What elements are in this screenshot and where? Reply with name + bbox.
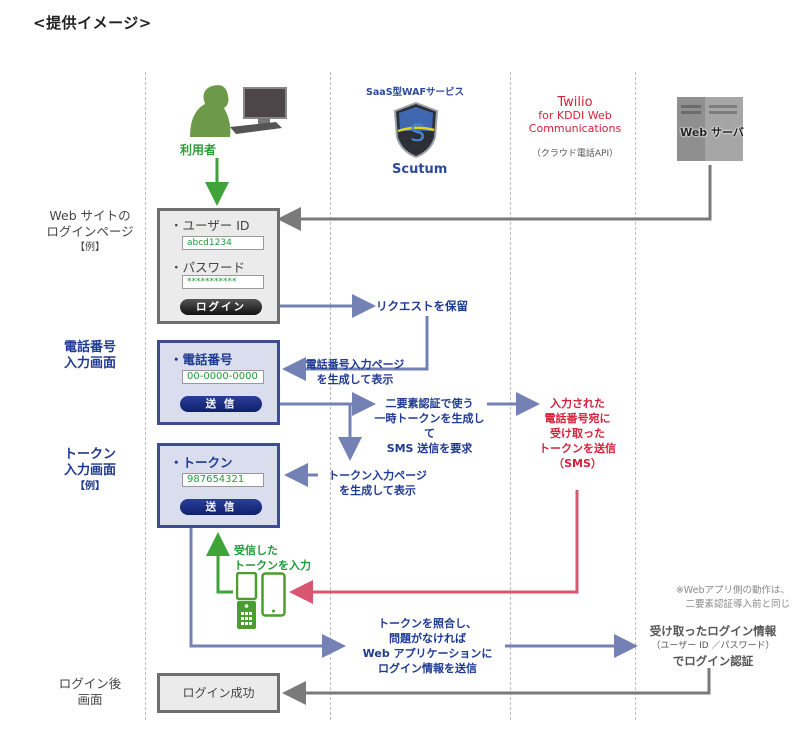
twilio-line1: Twilio [557, 95, 593, 110]
note-login-auth: 受け取ったログイン情報 （ユーザー ID ／パスワード） でログイン認証 [638, 624, 788, 669]
user-id-input[interactable]: abcd1234 [182, 236, 264, 250]
user-icon [190, 85, 287, 137]
phone-form: ・電話番号 00-0000-0000 送 信 [157, 340, 280, 425]
page-title: <提供イメージ> [33, 14, 152, 32]
row-label-line: トークン [63, 447, 116, 462]
row-label-line: 電話番号 [63, 340, 116, 355]
waf-caption: SaaS型WAFサービス [366, 87, 464, 98]
row-label-line: ログイン後 [58, 676, 122, 691]
note-input-token: 受信した トークンを入力 [234, 543, 311, 573]
note-line: トークンを入力 [234, 559, 311, 572]
arrow-auth-to-success [282, 668, 711, 705]
lane-divider [635, 72, 636, 720]
note-verify-token: トークンを照合し、 問題がなければ Web アプリケーションに ログイン情報を送… [345, 616, 510, 676]
svg-text:S: S [410, 119, 425, 147]
note-line: 一時トークンを生成して [374, 412, 485, 440]
note-line: Web アプリケーションに [362, 647, 493, 660]
login-form: ・ユーザー ID abcd1234 ・パスワード *********** ログイ… [157, 208, 280, 324]
smartphone-icon [261, 572, 286, 622]
arrow-hold-to-phone [282, 316, 429, 381]
note-line: を生成して表示 [339, 484, 416, 497]
note-line: 問題がなければ [389, 632, 466, 645]
row-label-after-login: ログイン後 画面 [35, 676, 145, 708]
note-line: 二要素認証で使う [385, 397, 474, 410]
arrow-server-to-login [277, 165, 712, 231]
note-line: トークンを送信 [539, 442, 616, 455]
note-line: を生成して表示 [316, 373, 394, 386]
login-button[interactable]: ログイン [180, 299, 262, 315]
note-line: でログイン認証 [672, 654, 754, 668]
note-phone-page: 電話番号入力ページ を生成して表示 [290, 357, 420, 387]
webserver-icon [675, 93, 747, 165]
note-line: （SMS） [553, 457, 602, 470]
scutum-shield-icon: S [393, 101, 439, 163]
row-label-phone: 電話番号 入力画面 [35, 340, 145, 372]
token-input[interactable]: 987654321 [182, 473, 264, 487]
row-label-line: Web サイトの [49, 208, 131, 223]
note-2fa-request: 二要素認証で使う 一時トークンを生成して SMS 送信を要求 [372, 396, 487, 456]
note-line: SMS 送信を要求 [386, 442, 473, 455]
webserver-label: Web サーバ [680, 126, 744, 139]
token-send-button[interactable]: 送 信 [180, 499, 262, 515]
row-label-line: 画面 [77, 692, 103, 707]
row-label-example: 【例】 [75, 242, 105, 253]
lane-divider [145, 72, 146, 720]
token-form: ・トークン 987654321 送 信 [157, 443, 280, 528]
note-line: 受信した [234, 544, 278, 557]
note-line: 入力された [550, 397, 605, 410]
row-label-line: ログインページ [46, 224, 134, 239]
note-token-page: トークン入力ページ を生成して表示 [320, 468, 435, 498]
row-label-login: Web サイトの ログインページ 【例】 [35, 208, 145, 256]
row-label-token: トークン 入力画面 【例】 [35, 447, 145, 495]
note-line: 電話番号入力ページ [305, 358, 405, 371]
twilio-label: Twilio for KDDI Web Communications [515, 96, 635, 135]
note-line: 受け取った [550, 427, 605, 440]
note-line: ログイン情報を送信 [378, 662, 477, 675]
arrow-sms-to-phone [289, 490, 579, 604]
arrow-token-to-verify [189, 517, 346, 658]
password-input[interactable]: *********** [182, 275, 264, 289]
password-label: ・パスワード [170, 260, 246, 275]
note-webapp-unchanged: ※Webアプリ側の動作は、 二要素認証導入前と同じ [640, 584, 790, 612]
feature-phone-icon [235, 571, 258, 634]
token-label: ・トークン [170, 455, 233, 470]
phone-label: ・電話番号 [170, 352, 233, 367]
twilio-sub: （クラウド電話API） [531, 149, 619, 159]
note-line: （ユーザー ID ／パスワード） [651, 641, 775, 651]
row-label-line: 入力画面 [63, 356, 116, 371]
lane-divider [510, 72, 511, 720]
note-sms-send: 入力された 電話番号宛に 受け取った トークンを送信 （SMS） [530, 396, 625, 471]
arrow-input-token [206, 532, 233, 594]
login-success-box: ログイン成功 [157, 673, 280, 713]
user-id-label: ・ユーザー ID [170, 218, 250, 233]
phone-send-button[interactable]: 送 信 [180, 396, 262, 412]
note-hold-request: リクエストを保留 [376, 299, 468, 313]
note-line: 二要素認証導入前と同じ [685, 599, 790, 610]
lane-divider [330, 72, 331, 720]
twilio-line2: for KDDI Web [538, 109, 612, 122]
note-line: トークンを照合し、 [378, 617, 477, 630]
waf-name: Scutum [392, 162, 448, 177]
note-line: トークン入力ページ [328, 469, 427, 482]
row-label-example: 【例】 [75, 481, 105, 492]
row-label-line: 入力画面 [63, 463, 116, 478]
note-line: 受け取ったログイン情報 [649, 624, 777, 638]
phone-input[interactable]: 00-0000-0000 [182, 370, 264, 384]
note-line: ※Webアプリ側の動作は、 [675, 585, 790, 596]
twilio-line3: Communications [528, 122, 622, 135]
note-line: 電話番号宛に [544, 412, 611, 425]
user-label: 利用者 [180, 143, 217, 157]
user-illustration [180, 82, 290, 152]
